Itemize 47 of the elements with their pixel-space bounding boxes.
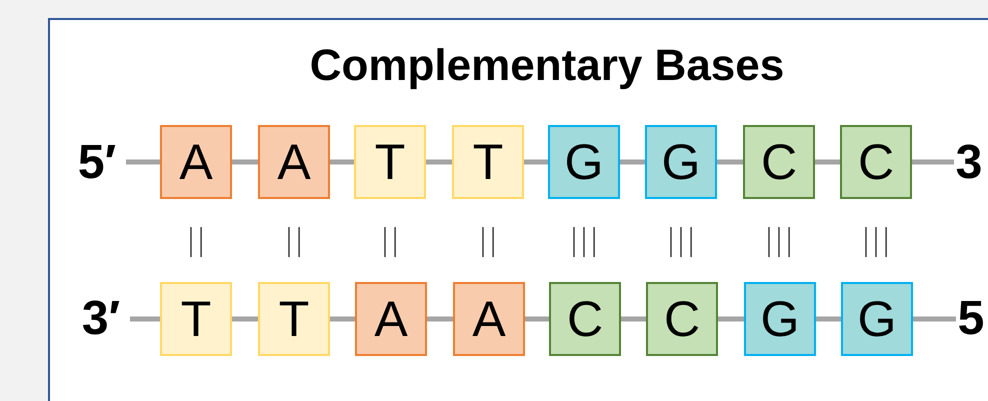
base-box: C <box>743 125 815 199</box>
base-box: T <box>354 125 426 199</box>
strand-backbone-line <box>718 316 744 322</box>
base-box: C <box>840 125 912 199</box>
strand-backbone-line <box>913 316 956 322</box>
base-box: A <box>453 282 525 356</box>
strand-backbone-line <box>816 316 841 322</box>
base-pair-bond-mark: ||| <box>764 226 794 256</box>
strand-backbone-line <box>912 160 954 164</box>
strand-backbone-line <box>717 160 743 164</box>
base-box: T <box>258 282 330 356</box>
strand-backbone-line <box>621 316 646 322</box>
base-box: T <box>452 125 524 199</box>
strand-backbone-line <box>524 160 548 164</box>
base-pair-bond-mark: ||| <box>860 226 892 256</box>
strand-end-label: 3 <box>954 136 984 190</box>
base-box: A <box>258 125 330 199</box>
base-pair-bond-mark: || <box>478 226 498 256</box>
strand-backbone-line <box>130 316 160 322</box>
strand-backbone-line <box>427 316 453 322</box>
base-box: G <box>841 282 913 356</box>
base-pair-bond-mark: || <box>186 226 206 256</box>
strand-end-label: 3′ <box>72 292 130 346</box>
strand-backbone-line <box>426 160 452 164</box>
strand-backbone-line <box>126 160 160 164</box>
strand-backbone-line <box>232 160 258 164</box>
base-pair-bond-mark: ||| <box>568 226 600 256</box>
strand-end-label: 5′ <box>68 136 126 190</box>
base-box: T <box>160 282 232 356</box>
base-box: A <box>160 125 232 199</box>
strand-backbone-line <box>620 160 645 164</box>
strand-backbone-line <box>232 316 258 322</box>
strand-backbone-line <box>525 316 549 322</box>
strand-backbone-line <box>815 160 840 164</box>
base-pair-bond-mark: || <box>284 226 304 256</box>
title: Complementary Bases <box>308 40 786 92</box>
base-box: C <box>646 282 718 356</box>
strand-backbone-line <box>330 316 355 322</box>
base-box: G <box>744 282 816 356</box>
base-box: G <box>548 125 620 199</box>
base-box: G <box>645 125 717 199</box>
base-pair-bond-mark: || <box>380 226 400 256</box>
base-box: A <box>355 282 427 356</box>
base-box: C <box>549 282 621 356</box>
base-pair-bond-mark: ||| <box>666 226 696 256</box>
strand-backbone-line <box>330 160 354 164</box>
strand-end-label: 5 <box>956 292 986 346</box>
